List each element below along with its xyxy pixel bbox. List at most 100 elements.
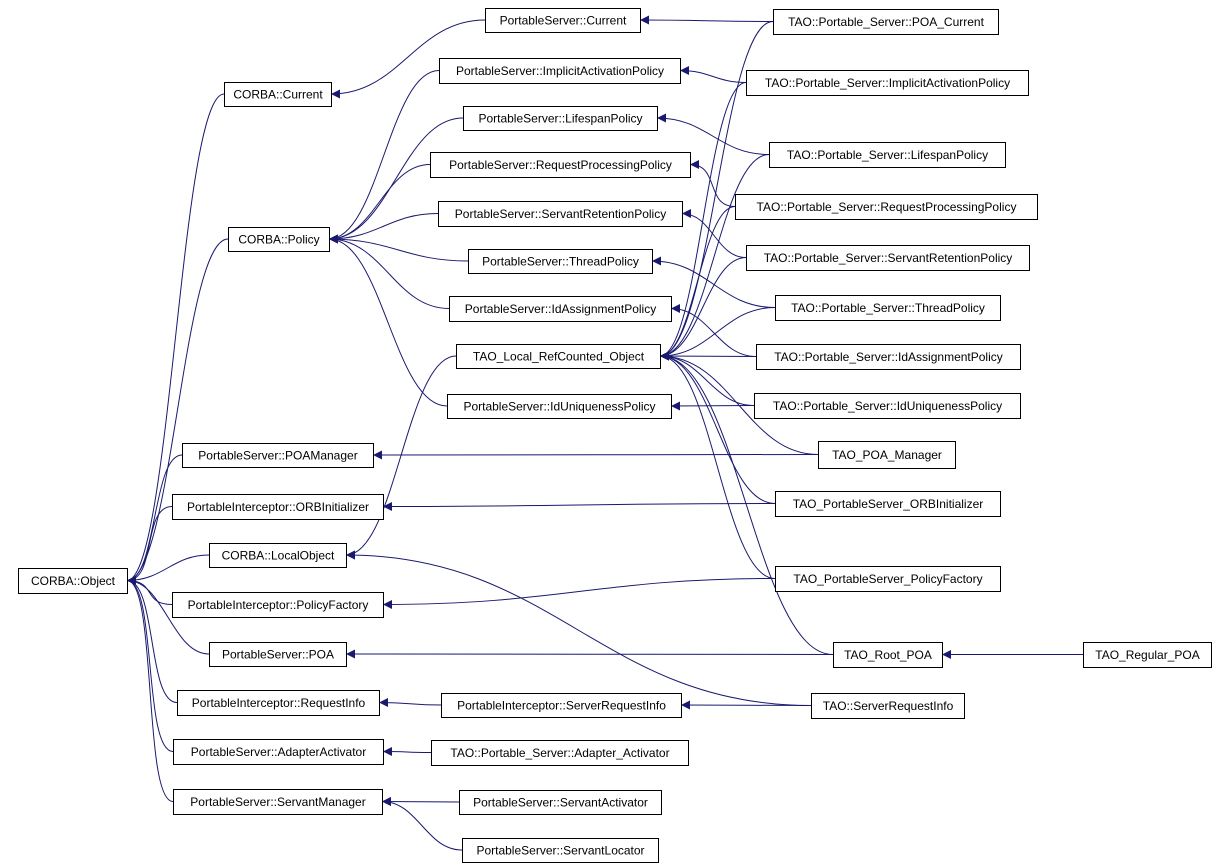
edge-tao-ps-lifespanpolicy-to-tao-local-refcounted-object [659,154,770,361]
node-box [447,394,672,419]
node-label: CORBA::Policy [238,233,319,247]
node-ps-implicitactivationpolicy[interactable]: PortableServer::ImplicitActivationPolicy [439,58,681,84]
node-box [430,152,691,178]
node-ps-servantlocator[interactable]: PortableServer::ServantLocator [462,838,659,863]
node-label: PortableServer::ServantRetentionPolicy [455,207,666,221]
node-tao-ps-requestprocessingpolicy[interactable]: TAO::Portable_Server::RequestProcessingP… [735,194,1038,220]
nodes-layer: CORBA::Object CORBA::CurrentCORBA::Policy… [18,8,1212,863]
edge-tao-root-poa-to-ps-poa [345,649,834,659]
node-ps-requestprocessingpolicy[interactable]: PortableServer::RequestProcessingPolicy [430,152,691,178]
node-box [746,245,1030,271]
node-label: TAO_POA_Manager [832,448,942,462]
node-box [1083,642,1212,668]
node-tao-ps-threadpolicy[interactable]: TAO::Portable_Server::ThreadPolicy [775,295,1001,321]
node-pi-requestinfo[interactable]: PortableInterceptor::RequestInfo [177,690,380,716]
node-tao-local-refcounted-object[interactable]: TAO_Local_RefCounted_Object [456,344,661,369]
node-box [456,344,661,369]
node-ps-lifespanpolicy[interactable]: PortableServer::LifespanPolicy [463,106,658,131]
edge-ps-current-to-corba-current [330,19,486,99]
edge-tao-serverrequestinfo-to-corba-localobject [345,550,812,706]
node-label: TAO::Portable_Server::ThreadPolicy [791,301,985,315]
node-box [459,790,662,815]
node-label: TAO::Portable_Server::IdAssignmentPolicy [774,350,1003,364]
node-label: TAO_Local_RefCounted_Object [473,350,645,364]
node-ps-servantactivator[interactable]: PortableServer::ServantActivator [459,790,662,815]
node-box [756,344,1021,370]
node-box [462,838,659,863]
node-box [172,592,384,618]
node-box [182,443,374,468]
edge-tao-ps-threadpolicy-to-tao-local-refcounted-object [659,307,776,361]
node-tao-ps-adapter-activator[interactable]: TAO::Portable_Server::Adapter_Activator [431,740,689,766]
node-tao-ps-servantretentionpolicy[interactable]: TAO::Portable_Server::ServantRetentionPo… [746,245,1030,271]
edge-pi-serverrequestinfo-to-pi-requestinfo [378,698,442,708]
node-ps-adapteractivator[interactable]: PortableServer::AdapterActivator [173,739,384,765]
node-tao-poa-manager[interactable]: TAO_POA_Manager [818,441,956,469]
node-ps-poamanager[interactable]: PortableServer::POAManager [182,443,374,468]
node-tao-ps-orbinitializer[interactable]: TAO_PortableServer_ORBInitializer [775,491,1001,517]
node-box [431,740,689,766]
edge-tao-ps-lifespanpolicy-to-ps-lifespanpolicy [656,113,770,155]
node-box [468,249,653,274]
edge-ps-servantactivator-to-ps-servantmanager [381,797,460,807]
edge-tao-ps-implicitactivationpolicy-to-ps-implicitactivationpolicy [679,66,747,83]
node-ps-iduniquenesspolicy[interactable]: PortableServer::IdUniquenessPolicy [447,394,672,419]
edge-ps-lifespanpolicy-to-corba-policy [328,117,464,244]
node-label: PortableServer::ServantManager [190,795,365,809]
node-box [746,70,1029,96]
node-ps-threadpolicy[interactable]: PortableServer::ThreadPolicy [468,249,653,274]
node-label: TAO::Portable_Server::ServantRetentionPo… [764,251,1013,265]
edge-tao-ps-requestprocessingpolicy-to-ps-requestprocessingpolicy [689,160,736,207]
edge-ps-servantretentionpolicy-to-corba-policy [328,213,439,244]
node-label: PortableServer::ImplicitActivationPolicy [456,64,664,78]
node-ps-poa[interactable]: PortableServer::POA [209,642,347,667]
node-tao-serverrequestinfo[interactable]: TAO::ServerRequestInfo [811,693,965,719]
edge-ps-adapteractivator-to-corba-object [126,576,174,752]
node-box [172,494,384,520]
edge-ps-servantmanager-to-corba-object [126,576,174,802]
node-ps-idassignmentpolicy[interactable]: PortableServer::IdAssignmentPolicy [449,296,672,322]
node-tao-ps-lifespanpolicy[interactable]: TAO::Portable_Server::LifespanPolicy [769,142,1006,168]
node-box [775,295,1001,321]
node-tao-ps-poa-current[interactable]: TAO::Portable_Server::POA_Current [773,9,999,35]
node-box [18,568,128,594]
node-corba-policy[interactable]: CORBA::Policy [228,227,330,252]
node-box [173,789,383,815]
node-pi-serverrequestinfo[interactable]: PortableInterceptor::ServerRequestInfo [441,693,682,718]
node-pi-policyfactory[interactable]: PortableInterceptor::PolicyFactory [172,592,384,618]
node-tao-ps-idassignmentpolicy[interactable]: TAO::Portable_Server::IdAssignmentPolicy [756,344,1021,370]
node-box [224,82,332,107]
node-label: TAO::Portable_Server::POA_Current [788,15,985,29]
node-corba-current[interactable]: CORBA::Current [224,82,332,107]
node-ps-servantmanager[interactable]: PortableServer::ServantManager [173,789,383,815]
node-label: PortableServer::Current [500,14,627,28]
edge-tao-ps-poa-current-to-ps-current [639,15,774,25]
edge-tao-ps-servantretentionpolicy-to-tao-local-refcounted-object [659,257,747,361]
node-ps-current[interactable]: PortableServer::Current [485,8,641,33]
edge-tao-ps-requestprocessingpolicy-to-tao-local-refcounted-object [659,206,736,361]
node-corba-localobject[interactable]: CORBA::LocalObject [209,543,347,568]
node-label: PortableInterceptor::PolicyFactory [188,598,369,612]
edge-tao-poa-manager-to-tao-local-refcounted-object [659,351,819,455]
edge-tao-ps-orbinitializer-to-pi-orbinitializer [382,501,776,511]
node-box [775,491,1001,517]
node-label: PortableInterceptor::ServerRequestInfo [457,699,666,713]
node-tao-ps-policyfactory[interactable]: TAO_PortableServer_PolicyFactory [775,566,1001,592]
edge-tao-ps-policyfactory-to-tao-local-refcounted-object [659,351,776,579]
edge-ps-requestprocessingpolicy-to-corba-policy [328,164,431,244]
node-corba-object[interactable]: CORBA::Object [18,568,128,594]
node-tao-regular-poa[interactable]: TAO_Regular_POA [1083,642,1212,668]
node-tao-root-poa[interactable]: TAO_Root_POA [833,642,943,668]
node-tao-ps-implicitactivationpolicy[interactable]: TAO::Portable_Server::ImplicitActivation… [746,70,1029,96]
node-ps-servantretentionpolicy[interactable]: PortableServer::ServantRetentionPolicy [438,201,683,227]
edge-ps-implicitactivationpolicy-to-corba-policy [328,70,440,244]
edge-tao-ps-idassignmentpolicy-to-ps-idassignmentpolicy [670,304,757,357]
node-tao-ps-iduniquenesspolicy[interactable]: TAO::Portable_Server::IdUniquenessPolicy [754,393,1021,419]
node-label: PortableServer::LifespanPolicy [478,112,642,126]
edge-tao-poa-manager-to-ps-poamanager [372,450,819,460]
node-label: TAO_PortableServer_ORBInitializer [793,497,984,511]
node-label: CORBA::Current [233,88,323,102]
node-box [228,227,330,252]
node-pi-orbinitializer[interactable]: PortableInterceptor::ORBInitializer [172,494,384,520]
node-label: PortableServer::RequestProcessingPolicy [449,158,672,172]
